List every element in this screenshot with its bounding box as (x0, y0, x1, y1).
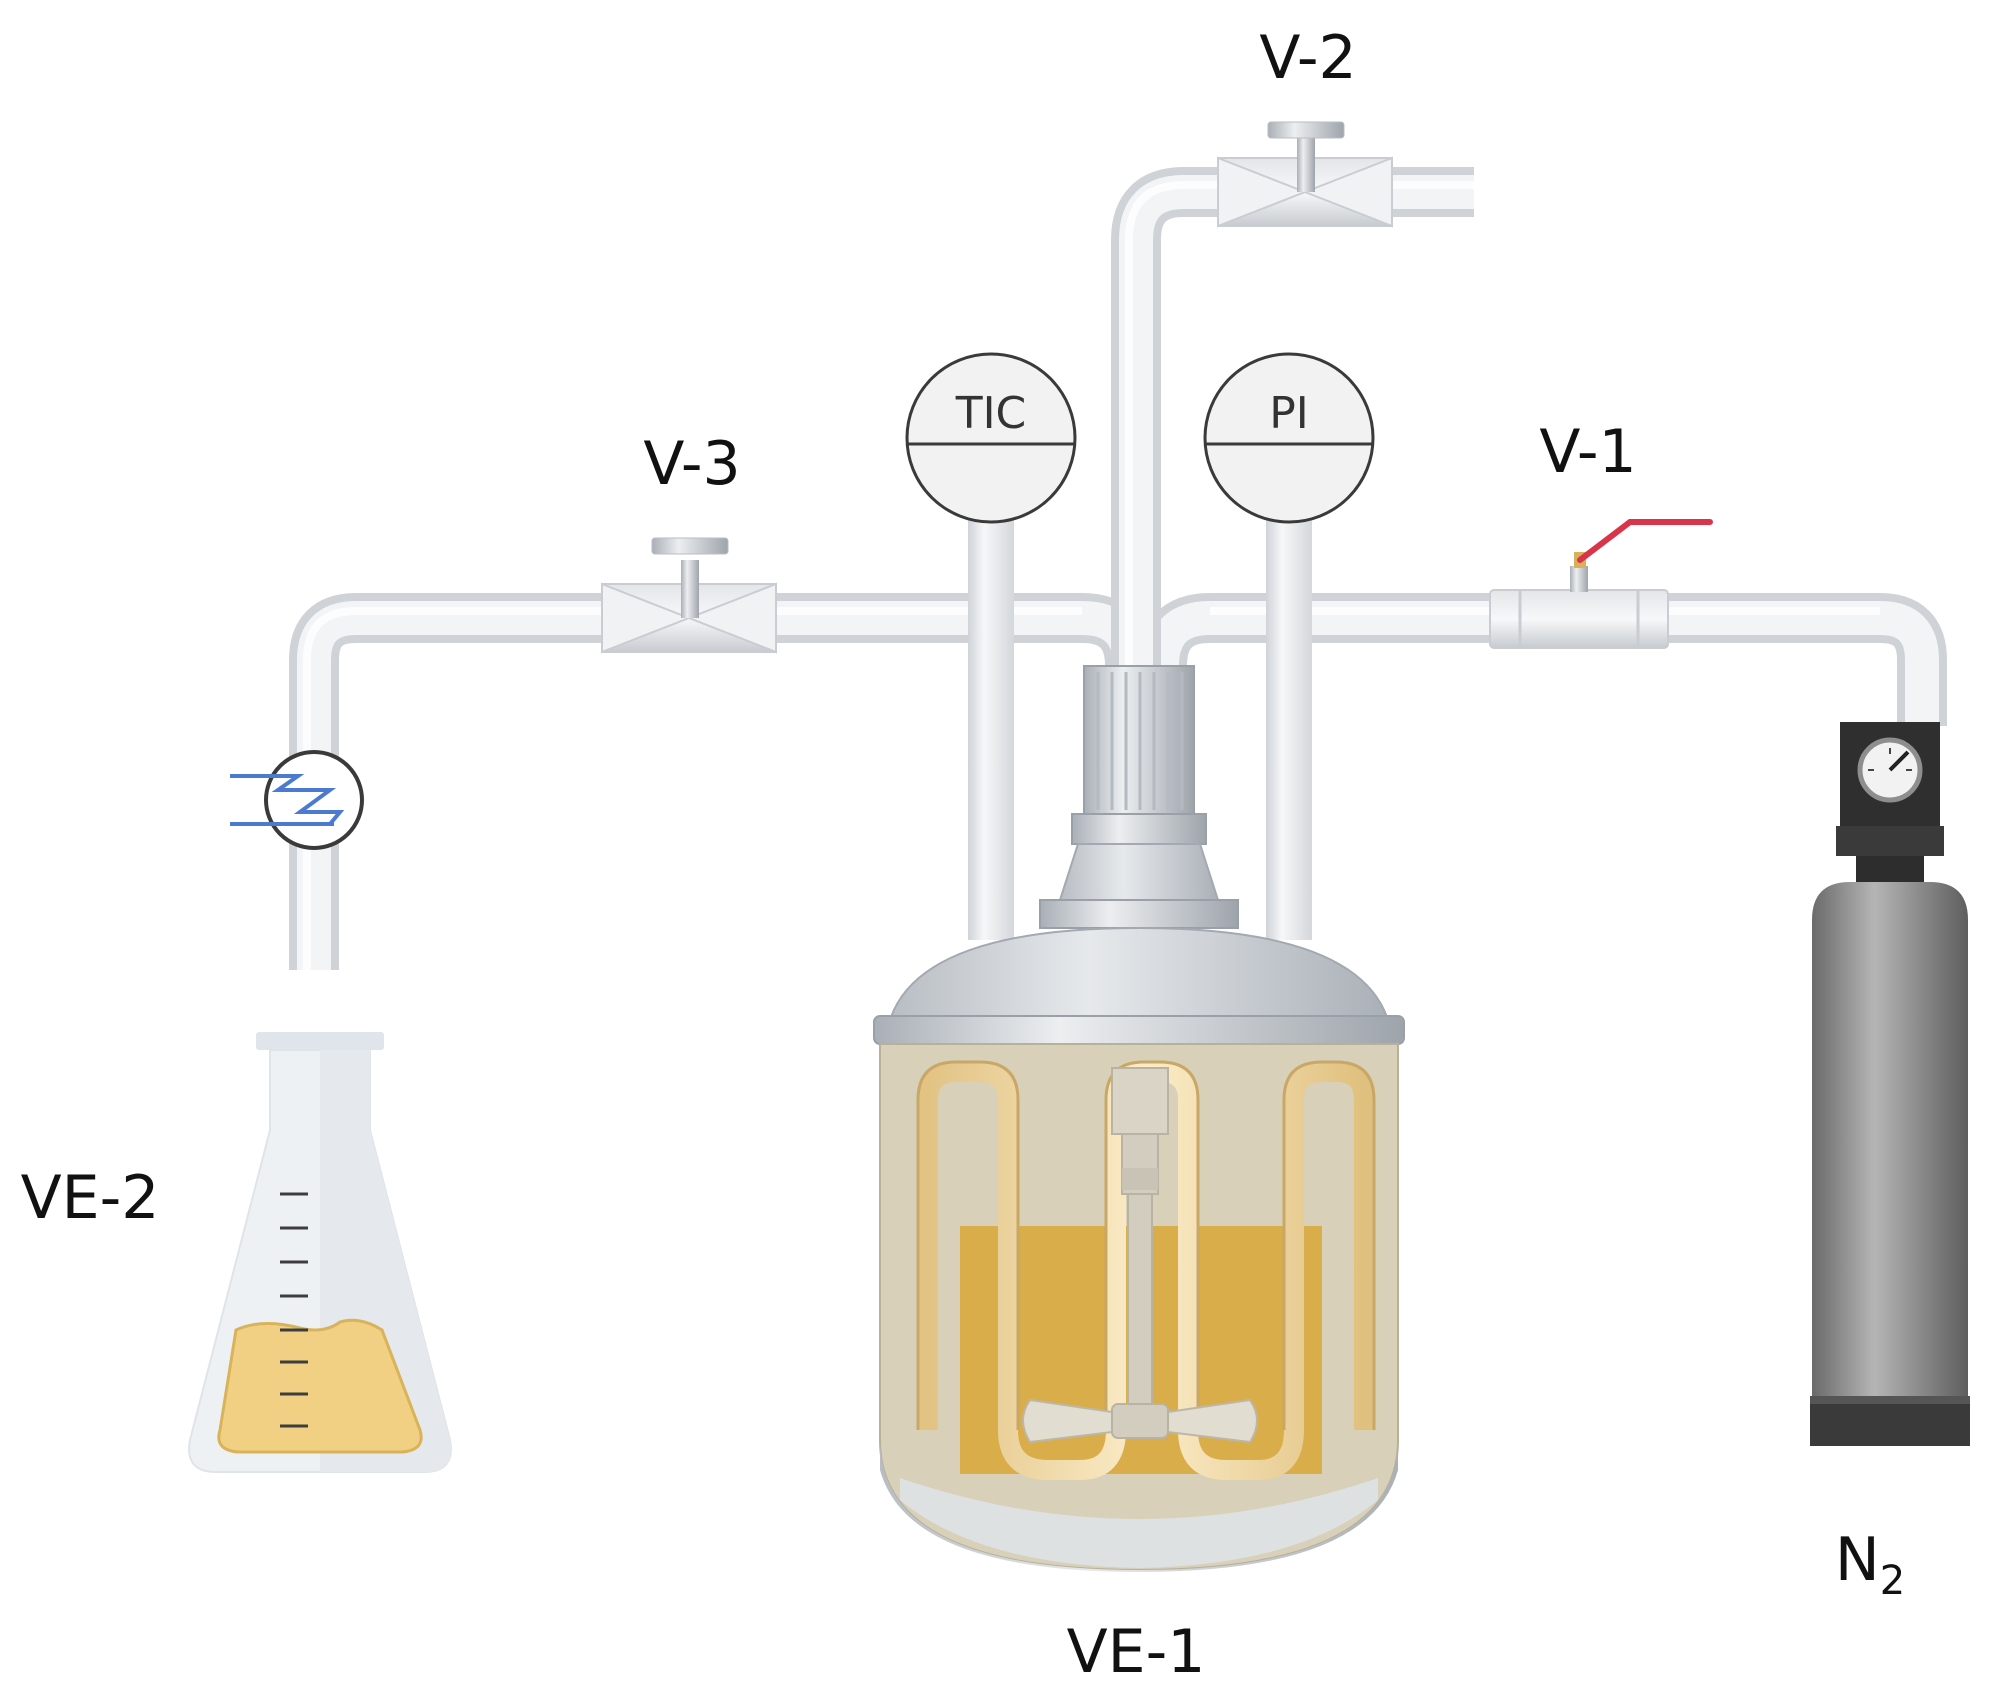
cylinder-body (1812, 882, 1968, 1396)
valve-v3[interactable] (601, 537, 777, 654)
ball-valve-icon (1489, 589, 1669, 649)
impeller (1022, 1398, 1113, 1444)
flask-liquid (217, 1318, 423, 1454)
label-n2: N2 (1835, 1525, 1905, 1604)
tic-label: TIC (955, 388, 1027, 439)
pipe-tic-line (968, 520, 1014, 940)
pipe-pi-line (1266, 520, 1312, 940)
heat-exchanger[interactable] (230, 750, 364, 850)
reactor-ve1[interactable] (873, 665, 1405, 1572)
label-v3: V-3 (643, 429, 740, 499)
graduation-marks (280, 1192, 308, 1428)
label-ve1: VE-1 (1067, 1617, 1206, 1687)
instrument-tic[interactable]: TIC (905, 352, 1077, 524)
label-ve2: VE-2 (21, 1163, 160, 1233)
flask-ve2[interactable] (188, 1032, 452, 1473)
instrument-pi[interactable]: PI (1203, 352, 1375, 524)
agitator-shaft (1111, 1067, 1169, 1135)
valve-v1[interactable] (1489, 519, 1713, 649)
pi-label: PI (1269, 388, 1309, 439)
nitrogen-cylinder[interactable] (1810, 722, 1970, 1446)
label-v2: V-2 (1259, 23, 1356, 93)
label-n2-main: N (1835, 1525, 1880, 1595)
label-v1: V-1 (1539, 417, 1636, 487)
label-n2-subscript: 2 (1880, 1558, 1905, 1604)
valve-v2[interactable] (1217, 121, 1393, 228)
